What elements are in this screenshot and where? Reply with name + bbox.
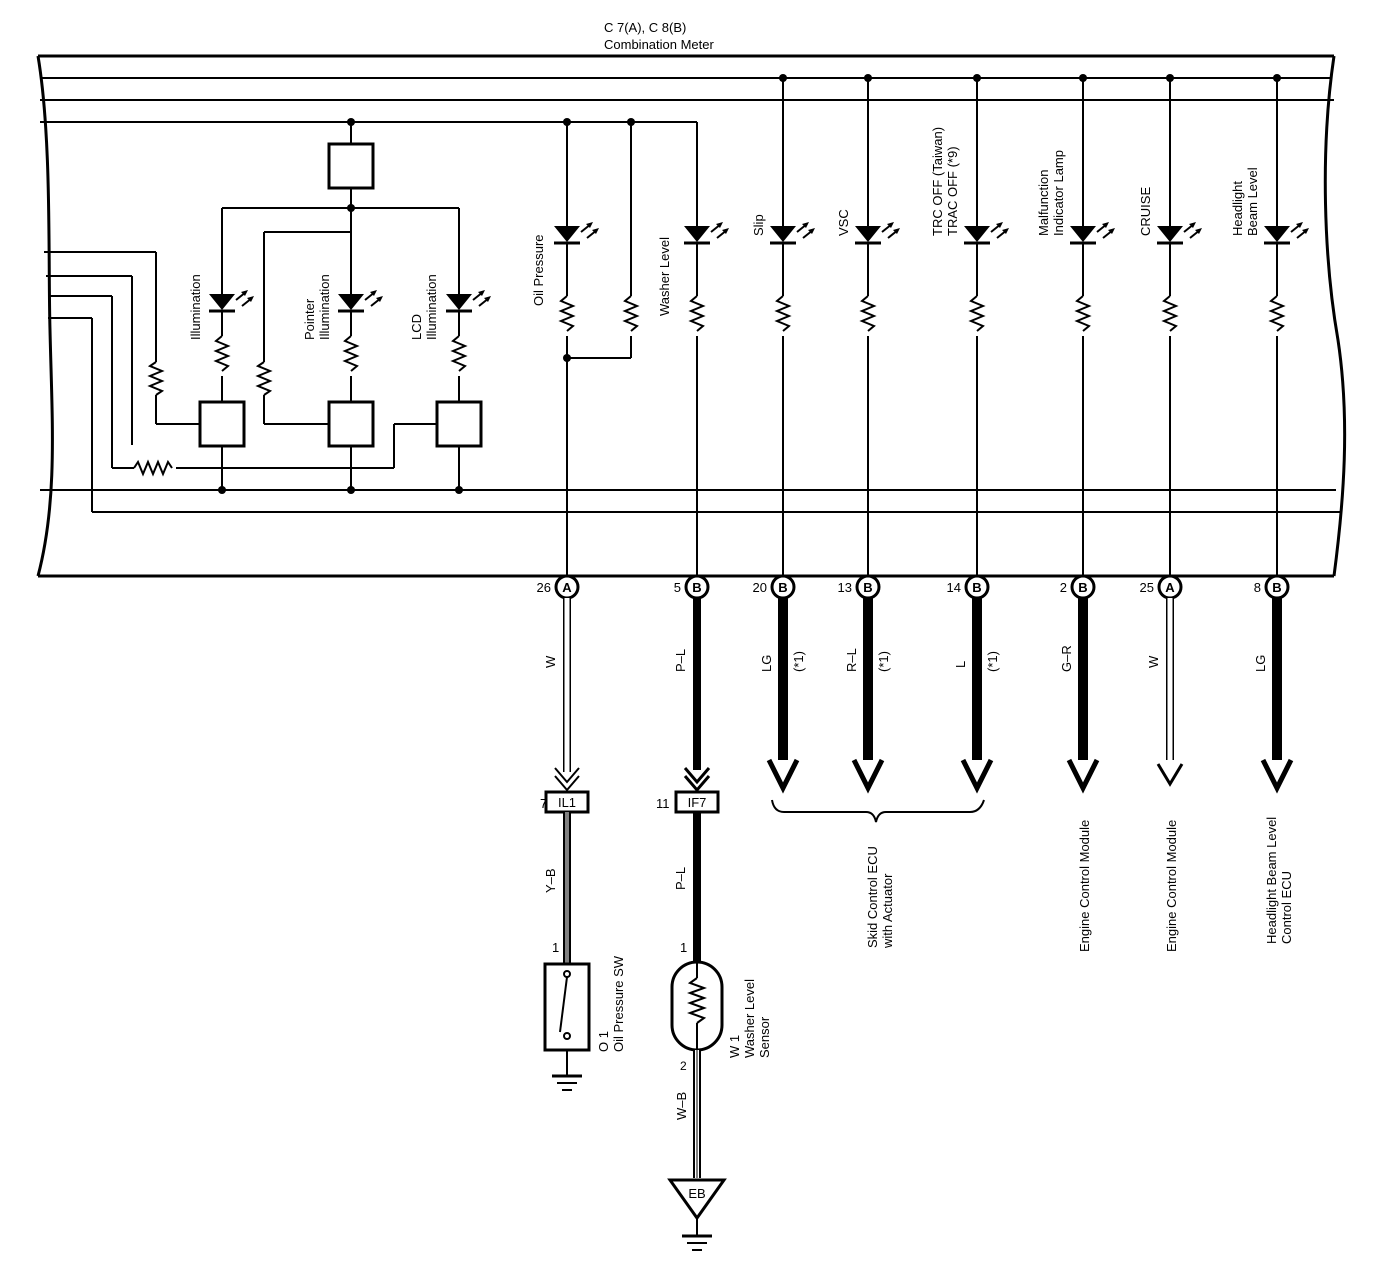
dest-hbl-1: Headlight Beam Level (1264, 817, 1279, 944)
pin-number-3: 13 (838, 580, 852, 595)
dest-skid-1: Skid Control ECU (865, 846, 880, 948)
lamp-label-0: Oil Pressure (531, 234, 546, 306)
lamp-label-5-2: Indicator Lamp (1051, 150, 1066, 236)
skid-control-bracket (771, 799, 985, 823)
pin-4: B 14L (*1) (947, 574, 1000, 794)
pin-6: A 25W (1140, 574, 1184, 787)
lamp-label-6: CRUISE (1138, 187, 1153, 236)
wire-note-3: (*1) (876, 651, 891, 672)
lamp-1: Washer Level (657, 122, 731, 576)
wire-label-6: W (1146, 655, 1161, 668)
label-lcd-2: Illumination (424, 274, 439, 340)
pin-conn-letter-2: B (778, 580, 787, 595)
pin-conn-letter-1: B (692, 580, 701, 595)
pin-conn-letter-4: B (972, 580, 981, 595)
wire-label-0: W (543, 655, 558, 668)
pin-number-4: 14 (947, 580, 961, 595)
lamp-label-4-2: TRAC OFF (*9) (945, 146, 960, 236)
wire-label-1: P–L (673, 649, 688, 672)
label-pointer-2: Illumination (317, 274, 332, 340)
wire-pl-below-label: P–L (673, 867, 688, 890)
pin-number-5: 2 (1060, 580, 1067, 595)
wire-pl-pin5 (683, 598, 711, 793)
pin-conn-letter-3: B (863, 580, 872, 595)
wire-label-4: L (953, 661, 968, 668)
washer-id: W 1 (727, 1035, 742, 1058)
pin-conn-letter-0: A (562, 580, 572, 595)
washer-pin-top: 1 (680, 940, 687, 955)
lamp-0: Oil Pressure (531, 122, 601, 576)
lamp-4: TRC OFF (Taiwan)TRAC OFF (*9) (930, 74, 1011, 576)
pin-conn-letter-7: B (1272, 580, 1281, 595)
pin-conn-letter-6: A (1165, 580, 1175, 595)
pin-3: B 13R–L (*1) (838, 574, 891, 794)
wire-label-2: LG (759, 655, 774, 672)
il1-name: IL1 (558, 795, 576, 810)
wire-w-pin26 (554, 598, 580, 792)
dest-ecm-a: Engine Control Module (1077, 820, 1092, 952)
oil-pressure-switch: 1 (543, 940, 591, 1091)
meter-title-1: C 7(A), C 8(B) (604, 20, 686, 35)
washer-pin-bottom: 2 (680, 1059, 687, 1073)
dest-ecm-b: Engine Control Module (1164, 820, 1179, 952)
label-pointer-1: Pointer (302, 298, 317, 340)
pin-number-1: 5 (674, 580, 681, 595)
wire-wb-label: W–B (674, 1092, 689, 1120)
pin-number-7: 8 (1254, 580, 1261, 595)
dest-hbl-2: Control ECU (1279, 871, 1294, 944)
wire-note-2: (*1) (791, 651, 806, 672)
lamp-label-5-1: Malfunction (1036, 170, 1051, 236)
lamp-label-3: VSC (836, 209, 851, 236)
combination-meter-box (36, 54, 1347, 578)
illumination-branches (112, 232, 493, 494)
if7-name: IF7 (688, 795, 707, 810)
pin-5: B2G–R (1059, 574, 1100, 794)
wire-label-7: LG (1253, 655, 1268, 672)
dest-skid-2: with Actuator (880, 873, 895, 949)
label-illumination: Illumination (188, 274, 203, 340)
lamp-2: Slip (751, 74, 817, 576)
ground-eb-label: EB (688, 1186, 705, 1201)
wire-note-4: (*1) (985, 651, 1000, 672)
label-lcd-1: LCD (409, 314, 424, 340)
indicator-lamps: Oil Pressure Washer Level Slip VSC TRC OFF (… (531, 74, 1311, 576)
pin-conn-letter-5: B (1078, 580, 1087, 595)
internal-buses (40, 77, 1340, 513)
regulator-block (221, 118, 460, 296)
wire-yb-label: Y–B (543, 868, 558, 893)
wire-label-3: R–L (844, 648, 859, 672)
pin-number-6: 25 (1140, 580, 1154, 595)
washer-name-2: Sensor (757, 1016, 772, 1058)
pin-0: A 26W (537, 574, 580, 668)
oil-sw-id: O 1 (596, 1031, 611, 1052)
meter-title-2: Combination Meter (604, 37, 714, 52)
lamp-label-7-2: Beam Level (1245, 167, 1260, 236)
oil-sw-pin: 1 (552, 940, 559, 955)
lamp-label-7-1: Headlight (1230, 181, 1245, 236)
lamp-label-4-1: TRC OFF (Taiwan) (930, 127, 945, 236)
wire-label-5: G–R (1059, 645, 1074, 672)
connector-if7: 11 IF7 (656, 790, 720, 964)
lamp-3: VSC (836, 74, 902, 576)
oil-sw-name: Oil Pressure SW (611, 955, 626, 1052)
ground-eb: EB (667, 1178, 727, 1251)
if7-pin: 11 (656, 796, 670, 811)
pin-number-0: 26 (537, 580, 551, 595)
washer-level-sensor: 1 2 (670, 940, 724, 1178)
lamp-label-2: Slip (751, 214, 766, 236)
lamp-label-1: Washer Level (657, 237, 672, 316)
washer-name-1: Washer Level (742, 979, 757, 1058)
lamp-6: CRUISE (1138, 74, 1204, 576)
meter-pins: A26WB5P–LB20LG(*1)B13R–L(*1)B14L(*1)B2G–… (537, 574, 1294, 794)
oil-pressure-parallel (563, 118, 640, 362)
il1-pin: 7 (540, 796, 547, 811)
connector-il1: 7 IL1 (540, 790, 590, 964)
pin-number-2: 20 (753, 580, 767, 595)
pin-1: B5P–L (673, 574, 710, 672)
